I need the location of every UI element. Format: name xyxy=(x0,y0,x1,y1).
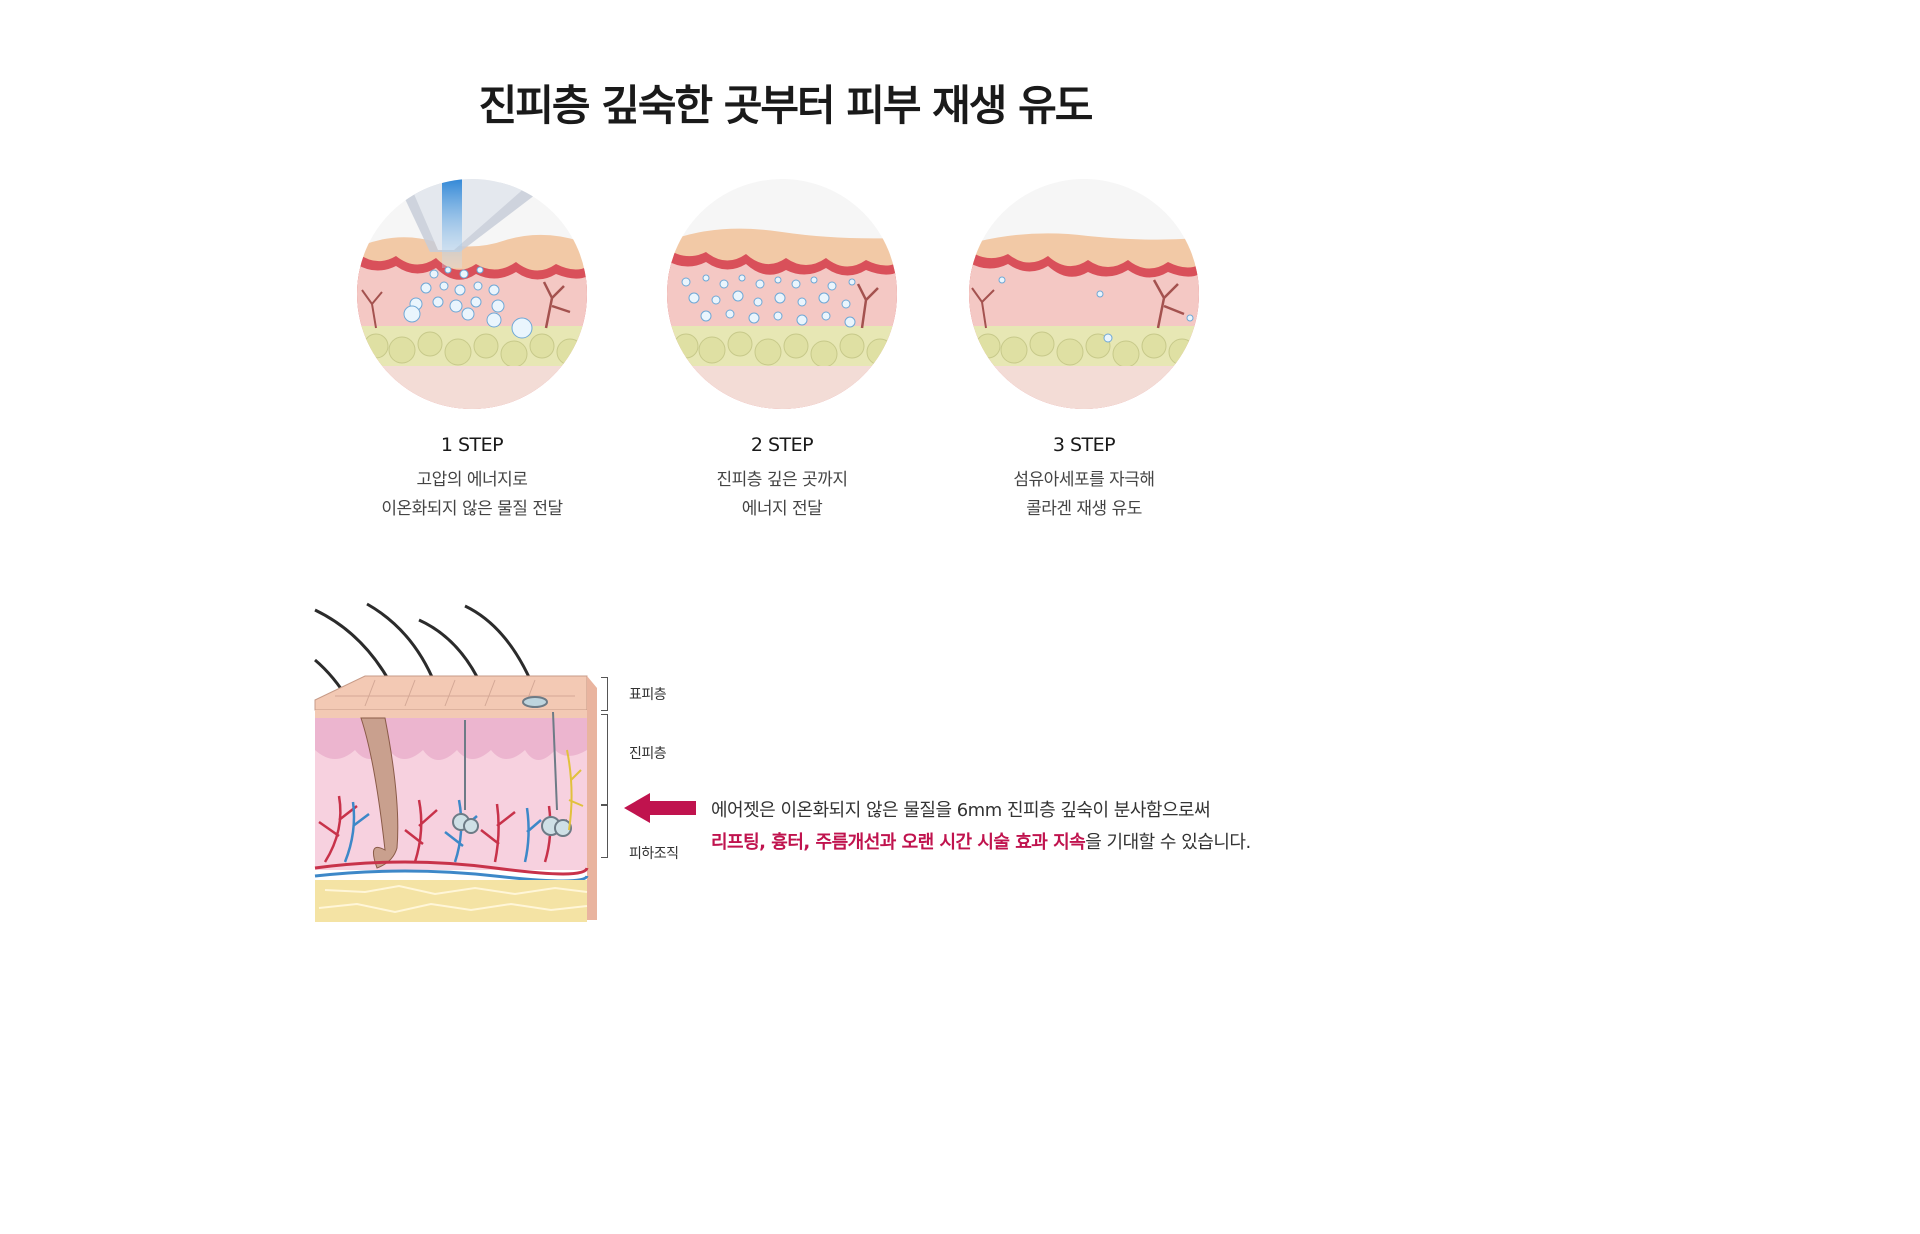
step-2-label: 2 STEP xyxy=(750,434,814,456)
step-3-illustration xyxy=(969,179,1199,409)
arrow-left-icon xyxy=(624,793,696,823)
subcutis-bracket xyxy=(601,804,608,858)
epidermis-bracket xyxy=(601,677,608,711)
note-line-2: 리프팅, 흉터, 주름개선과 오랜 시간 시술 효과 지속을 기대할 수 있습니… xyxy=(711,827,1251,859)
note-line-1: 에어젯은 이온화되지 않은 물질을 6mm 진피층 깊숙이 분사함으로써 xyxy=(711,800,1211,821)
step-3: 3 STEP 섬유아세포를 자극해 콜라겐 재생 유도 xyxy=(914,178,1254,524)
description-note: 에어젯은 이온화되지 않은 물질을 6mm 진피층 깊숙이 분사함으로써 리프팅… xyxy=(711,795,1251,859)
dermis-bracket xyxy=(601,714,608,806)
step-2-illustration xyxy=(667,179,897,409)
step-2-description: 진피층 깊은 곳까지 에너지 전달 xyxy=(716,470,848,519)
step-1-illustration xyxy=(357,179,587,409)
skin-cross-section-illustration xyxy=(314,602,597,922)
step-2: 2 STEP 진피층 깊은 곳까지 에너지 전달 xyxy=(612,178,952,524)
step-1-description: 고압의 에너지로 이온화되지 않은 물질 전달 xyxy=(381,470,563,519)
step-1-label: 1 STEP xyxy=(440,434,504,456)
subcutis-label: 피하조직 xyxy=(629,846,679,862)
step-1: 1 STEP 고압의 에너지로 이온화되지 않은 물질 전달 xyxy=(302,178,642,524)
epidermis-label: 표피층 xyxy=(629,687,667,703)
step-3-label: 3 STEP xyxy=(1052,434,1116,456)
page-title: 진피층 깊숙한 곳부터 피부 재생 유도 xyxy=(478,81,1094,130)
note-highlight: 리프팅, 흉터, 주름개선과 오랜 시간 시술 효과 지속 xyxy=(711,832,1086,853)
step-3-description: 섬유아세포를 자극해 콜라겐 재생 유도 xyxy=(1013,470,1155,519)
note-line-2-rest: 을 기대할 수 있습니다. xyxy=(1085,832,1251,853)
dermis-label: 진피층 xyxy=(629,746,667,762)
